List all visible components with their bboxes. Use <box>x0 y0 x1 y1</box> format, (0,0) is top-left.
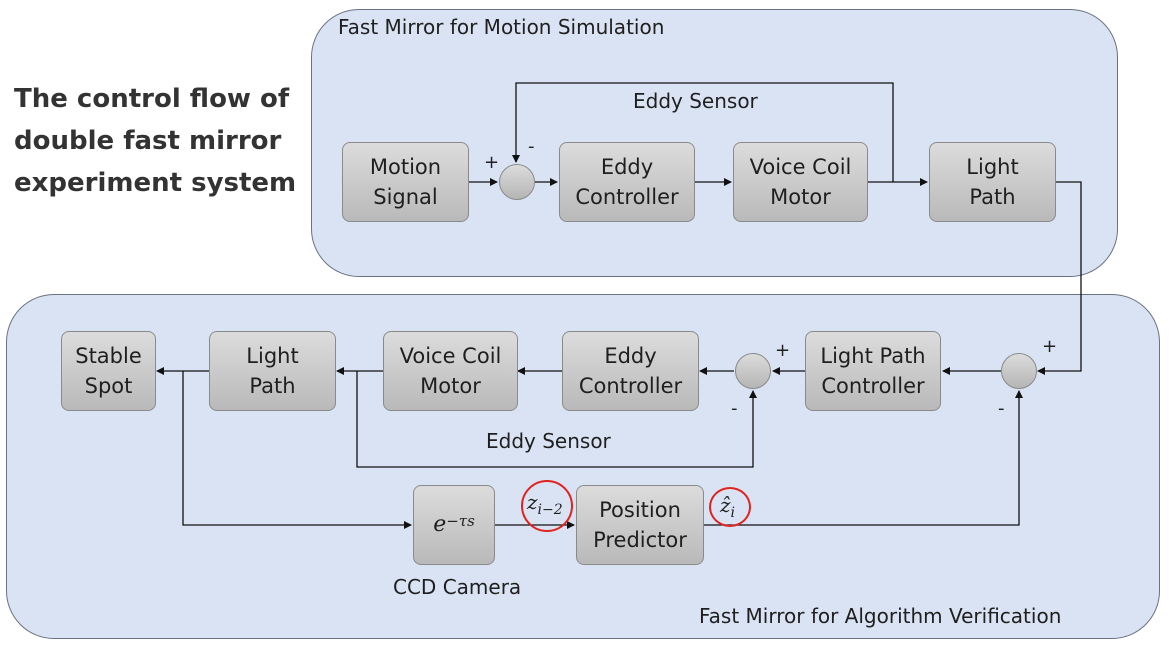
z-hat-subscript: i <box>730 505 736 521</box>
top-summing-junction <box>499 164 535 200</box>
outer-summing-junction <box>1001 353 1037 389</box>
top-voice-coil-motor-block: Voice Coil Motor <box>733 142 868 222</box>
wire-top-to-bottom-sum <box>1037 181 1082 375</box>
delay-base: e <box>433 512 447 537</box>
top-light-path-block: Light Path <box>929 142 1056 222</box>
z-prev-symbol: z <box>527 490 538 514</box>
motion-signal-block: Motion Signal <box>342 142 469 222</box>
camera-delay-block: e−τs <box>413 485 495 565</box>
inner-summing-junction <box>735 353 771 389</box>
bottom-light-path-block: Light Path <box>209 331 336 411</box>
wire-top-eddy-feedback <box>512 82 894 182</box>
position-predictor-block: Position Predictor <box>576 485 704 565</box>
z-prev-subscript: i−2 <box>537 502 563 518</box>
outer-sum-minus-sign: - <box>998 398 1005 419</box>
diagram-title: The control flow of double fast mirror e… <box>14 84 297 198</box>
top-sum-minus-sign: - <box>528 136 535 157</box>
inner-sum-minus-sign: - <box>731 398 738 419</box>
stable-spot-block: Stable Spot <box>61 331 156 411</box>
z-hat-symbol: ẑ <box>720 493 731 517</box>
z-hat-highlight-ring <box>709 487 751 527</box>
top-panel-title: Fast Mirror for Motion Simulation <box>338 15 665 39</box>
bottom-voice-coil-motor-block: Voice Coil Motor <box>383 331 518 411</box>
bottom-eddy-sensor-label: Eddy Sensor <box>486 429 611 453</box>
z-prev-signal: zi−2 <box>527 490 563 518</box>
ccd-camera-label: CCD Camera <box>393 575 522 599</box>
top-eddy-controller-block: Eddy Controller <box>559 142 695 222</box>
top-sum-plus-sign: + <box>484 152 500 173</box>
wire-predictor-to-sum <box>704 390 1023 526</box>
outer-sum-plus-sign: + <box>1042 336 1058 357</box>
inner-sum-plus-sign: + <box>775 340 791 361</box>
z-hat-signal: ẑi <box>720 493 735 521</box>
z-prev-highlight-ring <box>521 480 573 532</box>
delay-exponent: −τs <box>446 512 475 530</box>
wire-to-camera <box>182 371 412 529</box>
wire-bottom-eddy-feedback <box>356 371 757 468</box>
light-path-controller-block: Light Path Controller <box>805 331 941 411</box>
bottom-eddy-controller-block: Eddy Controller <box>562 331 699 411</box>
top-eddy-sensor-label: Eddy Sensor <box>633 89 758 113</box>
bottom-panel-title: Fast Mirror for Algorithm Verification <box>699 604 1062 628</box>
